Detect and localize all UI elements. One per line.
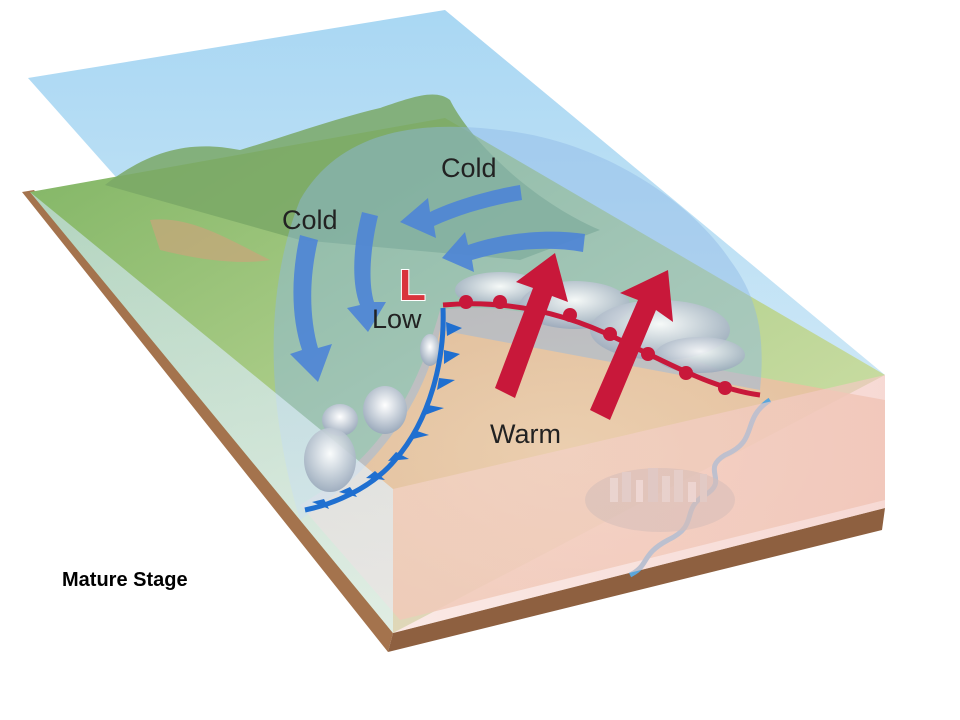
soil-left-edge <box>22 190 393 652</box>
label-low: Low <box>372 304 422 334</box>
stage-caption: Mature Stage <box>62 569 188 591</box>
cold-arrow-right <box>442 231 585 272</box>
glass-right-face <box>393 375 885 633</box>
cloud-cluster-cold-front <box>304 334 440 492</box>
low-pressure-symbol: L <box>399 261 426 310</box>
soil-front-edge <box>388 508 885 652</box>
cold-arrow-left-inner <box>347 212 386 332</box>
cold-air-arrows <box>290 185 585 382</box>
mountain-shadow <box>150 219 270 262</box>
label-cold-left: Cold <box>282 205 338 235</box>
glass-front-face <box>30 192 393 633</box>
cold-front-triangles <box>312 322 462 509</box>
mountain-ridge <box>105 94 600 260</box>
warm-arrow-left <box>495 253 568 398</box>
cold-arrow-left-outer <box>290 235 332 382</box>
warm-arrow-right <box>590 270 673 420</box>
warm-air-arrows <box>495 253 673 420</box>
cold-arrow-top <box>400 185 522 238</box>
label-cold-top: Cold <box>441 153 497 183</box>
label-warm: Warm <box>490 419 561 449</box>
